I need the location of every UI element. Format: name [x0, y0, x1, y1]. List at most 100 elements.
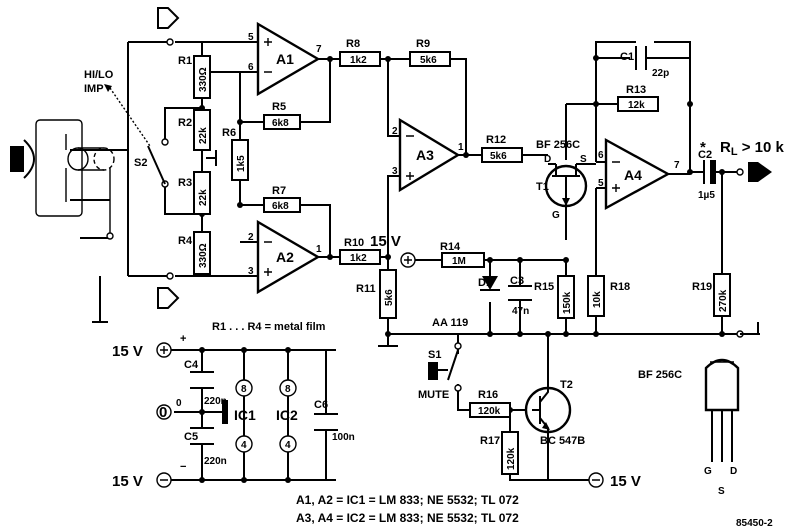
- label-load: RL > 10 k: [720, 139, 785, 158]
- resistor-r12: [481, 147, 523, 163]
- type-d1: AA 119: [432, 317, 468, 329]
- pin-a4-6: 6: [598, 150, 604, 161]
- switch-s1: [428, 349, 459, 381]
- pin-ic2-4: 4: [285, 440, 291, 451]
- label-r16: R16: [478, 389, 498, 401]
- pin-ic1-4: 4: [241, 440, 247, 451]
- value-r8: 1k2: [350, 55, 367, 66]
- label-metal-film: R1 . . . R4 = metal film: [212, 321, 326, 333]
- value-c6: 100n: [332, 432, 355, 443]
- supply-terminals: [156, 252, 604, 488]
- pin-a2-1: 1: [316, 244, 322, 255]
- label-c6: C6: [314, 399, 328, 411]
- label-t1: T1: [536, 181, 549, 193]
- resistor-r1: [193, 55, 211, 99]
- type-t2: BC 547B: [540, 435, 585, 447]
- footer-line-1: A1, A2 = IC1 = LM 833; NE 5532; TL 072: [296, 493, 519, 507]
- pin-ic1-8: 8: [241, 384, 247, 395]
- opamp-a1: [256, 21, 321, 97]
- label-plus-top: +: [180, 333, 186, 345]
- capacitor-c4: [190, 371, 214, 389]
- resistor-r9: [409, 51, 451, 67]
- resistor-r2: [193, 109, 211, 151]
- label-r9: R9: [416, 38, 430, 50]
- footer-line-2: A3, A4 = IC2 = LM 833; NE 5532; TL 072: [296, 511, 519, 525]
- resistor-r8: [339, 51, 381, 67]
- resistor-r3: [193, 171, 211, 215]
- label-r17: R17: [480, 435, 500, 447]
- label-c2: C2: [698, 149, 712, 161]
- capacitor-c1: [635, 46, 647, 70]
- resistor-r6: [231, 139, 249, 181]
- value-r3: 22k: [198, 189, 209, 206]
- label-c4: C4: [184, 359, 199, 371]
- label-15v-bottom: 15 V: [112, 473, 143, 490]
- label-r12: R12: [486, 134, 506, 146]
- opamp-signs: [264, 38, 620, 276]
- resistor-r7: [263, 197, 301, 213]
- label-hilo: HI/LO: [84, 69, 114, 81]
- label-r8: R8: [346, 38, 360, 50]
- label-imp: IMP: [84, 83, 104, 95]
- label-s2: S2: [134, 157, 147, 169]
- capacitor-c2: [703, 160, 716, 184]
- pin-a2-3: 3: [248, 266, 254, 277]
- value-r19: 270k: [718, 289, 729, 312]
- value-r4: 330Ω: [198, 243, 209, 268]
- label-star: *: [700, 139, 706, 156]
- label-zero: 0: [159, 404, 167, 421]
- capacitor-c6: [314, 413, 338, 431]
- capacitor-c5: [190, 427, 214, 445]
- label-ic1: IC1: [234, 407, 256, 423]
- input-arrow-bottom: [157, 287, 180, 309]
- figure-number: 85450-2: [736, 518, 773, 529]
- transistor-t1: [544, 163, 596, 208]
- diode-d1: [480, 276, 500, 291]
- label-r13: R13: [626, 84, 646, 96]
- value-r17: 120k: [506, 447, 517, 470]
- value-r13: 12k: [628, 100, 645, 111]
- value-r18: 10k: [592, 291, 603, 308]
- pin-a2-2: 2: [248, 232, 254, 243]
- value-r1: 330Ω: [198, 67, 209, 92]
- label-zero-small: 0: [176, 398, 182, 409]
- transistor-t2: [524, 360, 572, 440]
- pkg-pin-g: G: [704, 466, 712, 477]
- pin-a3-2: 2: [392, 126, 398, 137]
- label-ic2: IC2: [276, 407, 298, 423]
- label-15v-mid: 15 V: [370, 233, 401, 250]
- label-r6: R6: [222, 127, 236, 139]
- label-a4: A4: [624, 167, 642, 183]
- resistor-r4: [193, 231, 211, 275]
- resistor-r17: [501, 431, 519, 475]
- label-c3: C3: [510, 275, 524, 287]
- ground-symbols: [378, 322, 760, 347]
- ground-bar-center: [222, 400, 228, 424]
- pkg-pin-d: D: [730, 466, 737, 477]
- label-c1: C1: [620, 51, 634, 63]
- resistor-r14: [441, 252, 485, 268]
- resistor-r5: [263, 114, 301, 130]
- pin-a1-5: 5: [248, 32, 254, 43]
- label-r19: R19: [692, 281, 712, 293]
- label-15v-right: 15 V: [610, 473, 641, 490]
- label-r4: R4: [178, 235, 193, 247]
- pin-a4-7: 7: [674, 160, 680, 171]
- resistor-r19: [713, 273, 731, 317]
- value-r12: 5k6: [490, 151, 507, 162]
- label-t2: T2: [560, 379, 573, 391]
- label-r18: R18: [610, 281, 630, 293]
- label-r11: R11: [356, 283, 376, 295]
- label-r3: R3: [178, 177, 192, 189]
- junctions: [199, 55, 725, 483]
- label-a1: A1: [276, 51, 294, 67]
- label-r5: R5: [272, 101, 286, 113]
- value-c3: 47n: [512, 306, 529, 317]
- pin-a4-5: 5: [598, 178, 604, 189]
- value-r9: 5k6: [420, 55, 437, 66]
- pin-a3-3: 3: [392, 166, 398, 177]
- t1-pin-s: S: [580, 154, 587, 165]
- label-r14: R14: [440, 241, 461, 253]
- text-labels: A1 A2 A3 A4 R1 R2 R3 R4 R5 R6 R7 R8 R9 R…: [84, 32, 785, 529]
